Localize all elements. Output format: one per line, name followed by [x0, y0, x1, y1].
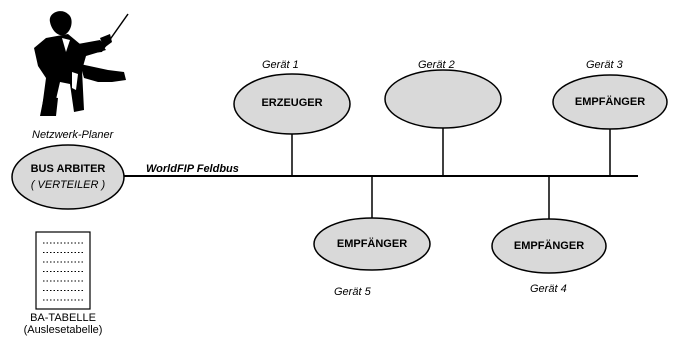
- arbiter-title: BUS ARBITER: [30, 163, 106, 175]
- device-role-g5: EMPFÄNGER: [336, 238, 408, 250]
- device-name-g4: Gerät 4: [530, 283, 567, 295]
- conductor-icon: [34, 11, 129, 116]
- device-name-g2: Gerät 2: [418, 59, 455, 71]
- planner-label: Netzwerk-Planer: [32, 129, 114, 141]
- device-node-g5: [313, 217, 431, 271]
- bus-label: WorldFIP Feldbus: [146, 163, 239, 175]
- device-node-g1: [233, 73, 351, 135]
- table-sublabel: (Auslesetabelle): [23, 324, 103, 336]
- device-name-g5: Gerät 5: [334, 286, 371, 298]
- device-role-g3: EMPFÄNGER: [574, 96, 646, 108]
- bus-arbiter-node: [11, 144, 125, 210]
- device-node-g2: [384, 69, 502, 129]
- document-list-icon: [35, 231, 91, 310]
- device-role-g1: ERZEUGER: [261, 97, 323, 109]
- device-node-g3: [552, 74, 668, 130]
- device-name-g1: Gerät 1: [262, 59, 299, 71]
- device-role-g4: EMPFÄNGER: [513, 240, 585, 252]
- device-name-g3: Gerät 3: [586, 59, 623, 71]
- table-label: BA-TABELLE: [30, 312, 96, 324]
- arbiter-subtitle: ( VERTEILER ): [30, 179, 106, 191]
- device-node-g4: [491, 218, 607, 274]
